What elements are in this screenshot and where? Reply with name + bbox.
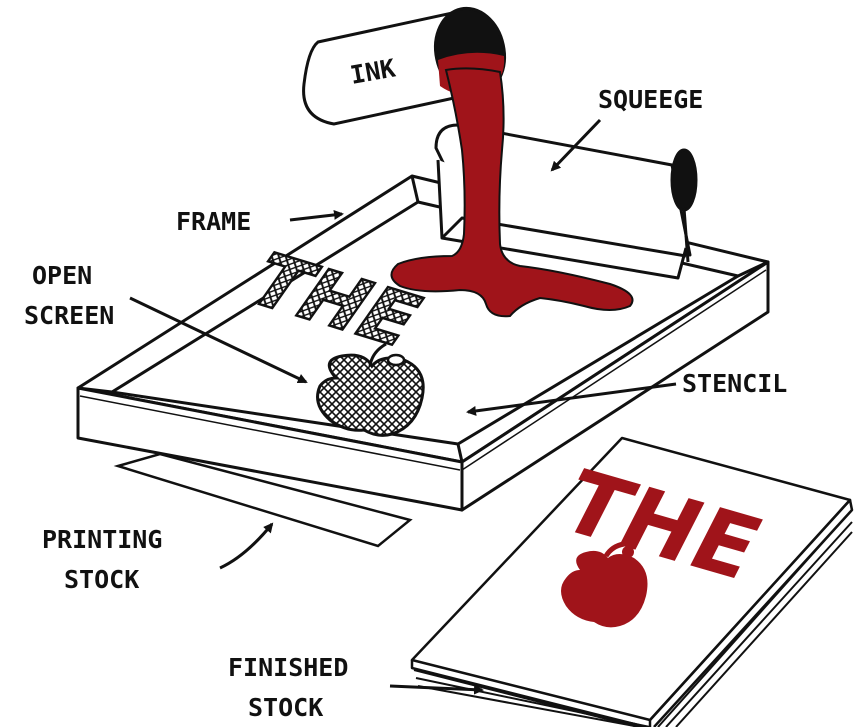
open-screen-arrow [129, 296, 308, 384]
ink-pour [390, 67, 634, 318]
printing-stock-label-line2: STOCK [64, 565, 139, 594]
printing-stock-label-line1: PRINTING [42, 525, 162, 554]
printing-stock-sheet [113, 452, 413, 548]
open-screen-apple [316, 342, 425, 437]
finished-stock-label-line1: FINISHED [228, 653, 348, 682]
squeegee-label: SQUEEGE [598, 85, 703, 114]
finished-stock-label-line2: STOCK [248, 693, 323, 722]
labels: SQUEEGE FRAME OPEN SCREEN STENCIL PRINTI… [24, 85, 787, 722]
frame-arrow [289, 209, 344, 222]
frame-label: FRAME [176, 207, 251, 236]
printing-stock-arrow [219, 522, 274, 570]
open-screen-label-line1: OPEN [32, 261, 92, 290]
open-screen-label-line2: SCREEN [24, 301, 114, 330]
squeegee-arrow [550, 118, 602, 172]
stencil-label: STENCIL [682, 369, 787, 398]
printed-apple [561, 550, 648, 628]
finished-stock-arrow [389, 684, 484, 695]
stencil-arrow [466, 382, 677, 416]
